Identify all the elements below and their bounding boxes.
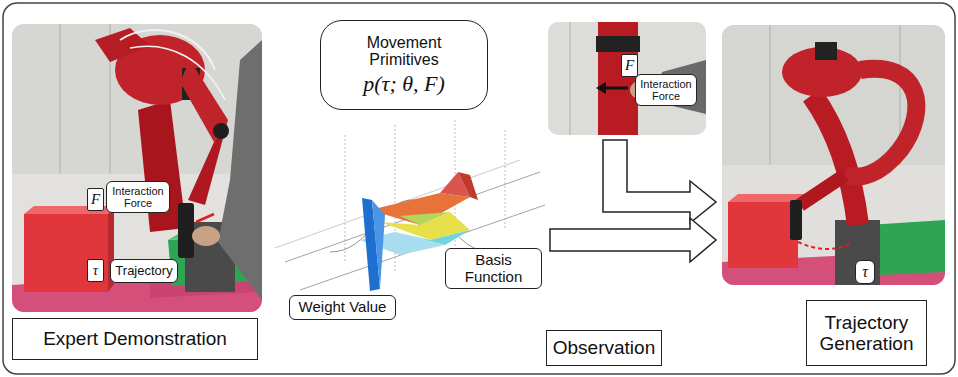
cabinet-edge xyxy=(769,25,771,165)
force-symbol-box: F xyxy=(621,54,638,77)
weight-spike-side xyxy=(372,200,385,289)
callout-label: Basis Function xyxy=(448,252,539,286)
lab-cabinets xyxy=(12,24,262,174)
photo-background xyxy=(722,25,945,285)
stage-label: Expert Demonstration xyxy=(43,328,227,349)
cabinet-edge xyxy=(569,22,571,135)
force-arrowhead xyxy=(596,82,606,94)
callout-box: Interaction Force xyxy=(635,74,697,107)
force-symbol: F xyxy=(625,57,634,74)
cable xyxy=(130,46,225,100)
robot-pedestal xyxy=(835,220,880,285)
cabinet-edge xyxy=(59,24,61,174)
robot-joint xyxy=(596,36,640,52)
trajectory-path xyxy=(798,242,850,249)
callout-box: Weight Value xyxy=(289,295,396,320)
robot-screen xyxy=(815,42,837,60)
robot-gripper xyxy=(178,203,194,258)
basis-function-plot xyxy=(275,120,545,291)
observation-photo xyxy=(548,22,706,135)
trajectory-symbol-box: τ xyxy=(855,260,875,284)
robot-torso xyxy=(812,95,858,225)
robot-joint xyxy=(213,123,229,139)
hollow-arrow xyxy=(603,140,716,223)
stage-label: Trajectory Generation xyxy=(813,312,920,355)
robot-arm xyxy=(845,69,916,177)
model-box: Movement Primitivesp(τ; θ, F) xyxy=(320,20,488,110)
robot-arm xyxy=(180,60,228,142)
stage-label: Observation xyxy=(553,337,655,358)
callout-label: Interaction Force xyxy=(109,185,167,210)
callout-label: Interaction Force xyxy=(638,78,694,103)
grid-line xyxy=(505,130,506,228)
red-cube xyxy=(728,202,798,268)
surface-peak-side xyxy=(458,172,478,200)
callout-box: Trajectory xyxy=(110,259,178,283)
axis-line xyxy=(300,205,545,290)
person-hand xyxy=(192,226,220,246)
robot-forearm xyxy=(188,120,228,205)
force-arrow xyxy=(604,87,628,90)
person-arm xyxy=(218,40,262,300)
demonstration-photo xyxy=(12,24,262,312)
red-cube xyxy=(24,214,108,292)
photo-background xyxy=(548,22,706,135)
callout-label: Weight Value xyxy=(299,299,387,316)
stage-label-box: Observation xyxy=(546,330,662,366)
callout-label: Trajectory xyxy=(115,264,172,279)
photo-background xyxy=(12,24,262,312)
generation-photo xyxy=(722,25,945,285)
cable xyxy=(120,30,215,70)
outer-frame xyxy=(3,3,955,374)
robot-gripper xyxy=(790,200,802,240)
trajectory-symbol: τ xyxy=(93,262,98,279)
force-symbol-box: F xyxy=(87,188,104,211)
model-title: Movement Primitives xyxy=(331,34,477,70)
grid-line xyxy=(345,135,346,262)
stage-label-box: Trajectory Generation xyxy=(806,300,927,366)
trajectory-symbol: τ xyxy=(862,263,868,281)
force-symbol: F xyxy=(91,191,100,208)
force-arrow xyxy=(196,214,214,222)
model-formula: p(τ; θ, F) xyxy=(363,72,445,97)
surface-green xyxy=(400,212,450,225)
hollow-arrow xyxy=(550,218,716,262)
robot-link xyxy=(95,28,150,62)
callout-box: Interaction Force xyxy=(106,181,170,214)
callout-box: Basis Function xyxy=(445,248,542,290)
trajectory-symbol-box: τ xyxy=(87,259,104,282)
stage-label-box: Expert Demonstration xyxy=(12,318,258,360)
robot-forearm xyxy=(800,175,845,205)
